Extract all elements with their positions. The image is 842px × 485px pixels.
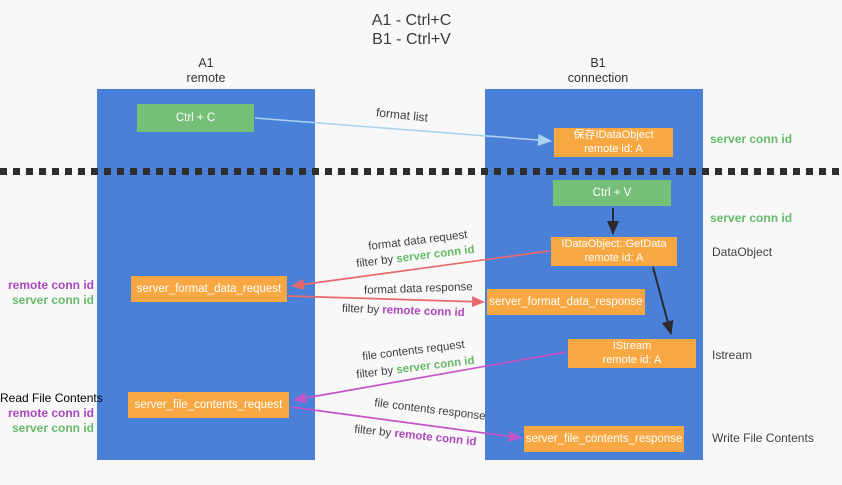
- box-istream-line1: IStream: [612, 340, 652, 352]
- lifeline-header-b1: B1 connection: [538, 56, 658, 86]
- left-label-server-conn-id-format: server conn id: [11, 293, 94, 307]
- arrow-format-data-response: [287, 295, 485, 308]
- box-save-idataobject-line2: remote id: A: [584, 142, 643, 155]
- server-conn-id-key: server conn id: [395, 354, 476, 377]
- remote-conn-id-key: remote conn id: [382, 304, 465, 320]
- left-label-read-file-contents: Read File Contents: [0, 391, 103, 405]
- left-label-server-conn-id-file: server conn id: [11, 421, 94, 435]
- box-server-file-contents-response-label: server_file_contents_response: [525, 433, 683, 445]
- right-label-write-file-contents: Write File Contents: [712, 431, 814, 445]
- lifeline-header-a1: A1 remote: [146, 56, 266, 86]
- box-save-idataobject: 保存IDataObject remote id: A: [554, 128, 673, 157]
- left-label-remote-conn-id-format: remote conn id: [7, 278, 94, 292]
- box-ctrl-v: Ctrl + V: [553, 180, 671, 206]
- box-server-file-contents-response: server_file_contents_response: [524, 426, 684, 452]
- box-istream: IStream remote id: A: [568, 339, 696, 368]
- box-server-format-data-request-label: server_format_data_request: [136, 283, 282, 295]
- lifeline-a1-subtitle: remote: [186, 71, 226, 85]
- lifeline-a1-title: A1: [198, 56, 214, 70]
- box-server-format-data-response-label: server_format_data_response: [489, 296, 643, 308]
- label-filter-by-remote-conn-id-format: filter by remote conn id: [342, 303, 465, 319]
- diagram-title: A1 - Ctrl+C B1 - Ctrl+V: [329, 11, 494, 49]
- remote-conn-id-key: remote conn id: [393, 427, 477, 449]
- box-save-idataobject-line1: 保存IDataObject: [573, 129, 654, 141]
- box-server-file-contents-request: server_file_contents_request: [128, 392, 289, 418]
- box-idataobject-getdata-line2: remote id: A: [584, 251, 644, 264]
- dotted-separator-line: [0, 168, 842, 175]
- filter-by-text: filter by: [355, 253, 398, 271]
- box-server-format-data-response: server_format_data_response: [487, 289, 645, 315]
- box-ctrl-c-label: Ctrl + C: [175, 112, 216, 124]
- box-server-format-data-request: server_format_data_request: [131, 276, 287, 302]
- right-label-server-conn-id-mid: server conn id: [710, 211, 793, 225]
- right-label-server-conn-id-top: server conn id: [710, 132, 793, 146]
- filter-by-text: filter by: [355, 364, 398, 382]
- label-filter-by-remote-conn-id-file: filter by remote conn id: [354, 424, 477, 449]
- right-label-dataobject: DataObject: [712, 245, 773, 259]
- title-line-a1: A1 - Ctrl+C: [371, 12, 452, 29]
- box-server-file-contents-request-label: server_file_contents_request: [134, 399, 283, 411]
- right-label-istream: Istream: [712, 348, 753, 362]
- box-istream-line2: remote id: A: [602, 353, 662, 366]
- lifeline-b1-subtitle: connection: [567, 71, 629, 85]
- label-file-contents-response: file contents response: [373, 397, 487, 423]
- box-idataobject-getdata-line1: IDataObject::GetData: [561, 238, 667, 250]
- box-ctrl-c: Ctrl + C: [137, 104, 254, 132]
- filter-by-text: filter by: [353, 423, 396, 440]
- left-label-remote-conn-id-file: remote conn id: [7, 406, 94, 420]
- box-idataobject-getdata: IDataObject::GetData remote id: A: [551, 237, 677, 266]
- box-ctrl-v-label: Ctrl + V: [592, 187, 632, 199]
- filter-by-text: filter by: [341, 302, 383, 317]
- label-format-data-response: format data response: [363, 281, 473, 297]
- left-label-group-file: Read File Contents remote conn id server…: [0, 391, 103, 436]
- lifeline-b1-title: B1: [590, 56, 606, 70]
- title-line-b1: B1 - Ctrl+V: [372, 31, 451, 48]
- left-label-group-format: remote conn id server conn id: [0, 278, 94, 308]
- label-format-list: format list: [375, 105, 429, 125]
